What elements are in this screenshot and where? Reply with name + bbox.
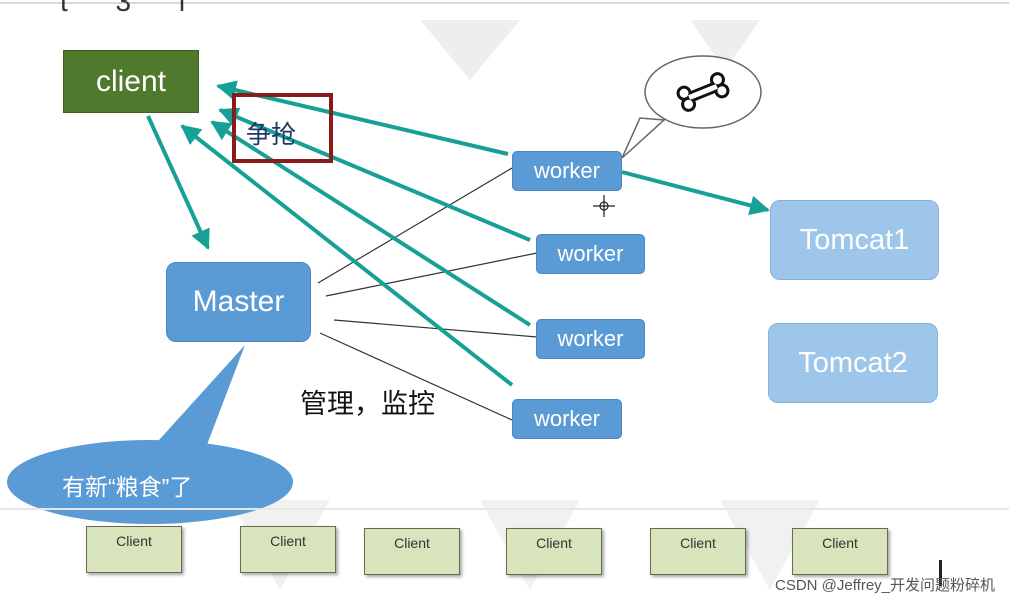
bone-bubble-tail: [621, 117, 666, 159]
bottom-client-node: Client: [240, 526, 336, 573]
contend-label: 争抢: [232, 93, 333, 163]
cropped-title: t 3 l: [60, 0, 206, 17]
background-chevron: [720, 500, 820, 590]
bottom-client-node: Client: [364, 528, 460, 575]
background-chevron: [690, 20, 760, 70]
watermark: CSDN @Jeffrey_开发问题粉碎机: [775, 577, 995, 594]
speech-bubble-tail: [150, 345, 245, 450]
worker-tomcat-arrow: [621, 170, 770, 216]
bottom-client-node: Client: [506, 528, 602, 575]
bottom-client-node: Client: [650, 528, 746, 575]
master-worker-line: [319, 332, 513, 421]
worker-client-arrow: [218, 107, 531, 242]
master-worker-line: [317, 167, 513, 284]
worker-node: worker: [536, 319, 645, 359]
worker-node: worker: [536, 234, 645, 274]
text-cursor-icon: [939, 560, 942, 586]
master-worker-line: [333, 319, 538, 338]
speech-bubble-text: 有新“粮食”了: [62, 474, 193, 500]
worker-node: worker: [512, 399, 622, 439]
worker-node: worker: [512, 151, 622, 191]
client-node: client: [63, 50, 199, 113]
tomcat-node: Tomcat1: [770, 200, 939, 280]
worker-client-arrow: [180, 124, 514, 387]
speech-bubble: [7, 440, 293, 524]
bottom-client-node: Client: [792, 528, 888, 575]
tomcat-node: Tomcat2: [768, 323, 938, 403]
worker-client-arrow: [210, 120, 532, 327]
bottom-separator: [0, 508, 1009, 510]
crosshair-cursor-icon: [593, 195, 615, 217]
bottom-client-node: Client: [86, 526, 182, 573]
manage-label: 管理，监控: [300, 389, 435, 419]
background-chevron: [420, 20, 520, 80]
worker-client-arrow: [216, 80, 509, 156]
master-worker-line: [325, 252, 538, 297]
bone-icon: [676, 72, 730, 112]
master-node: Master: [166, 262, 311, 342]
client-master-arrow: [146, 115, 210, 250]
